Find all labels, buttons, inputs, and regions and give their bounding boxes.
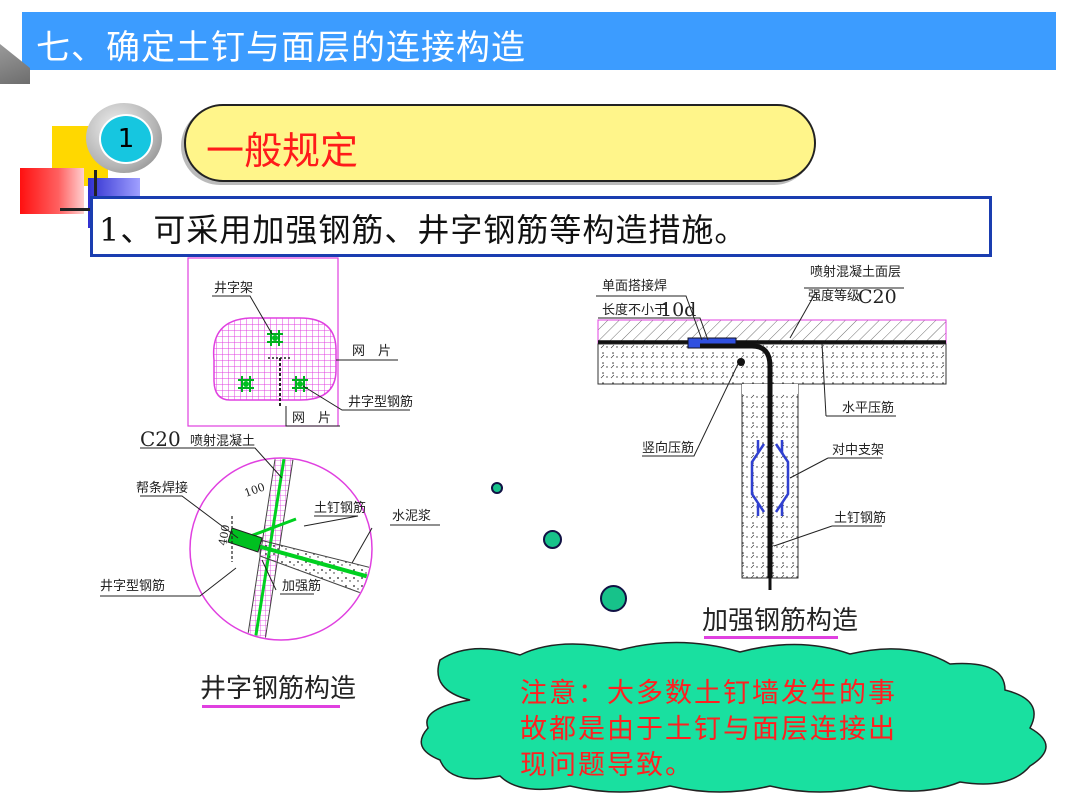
decor-red-square xyxy=(20,168,84,214)
rule-box: 1、可采用加强钢筋、井字钢筋等构造措施。 xyxy=(90,196,992,257)
label-changdu-value: 10d xyxy=(660,299,696,321)
note-text: 注意：大多数土钉墙发生的事故都是由于土钉与面层连接出现问题导致。 xyxy=(520,678,897,781)
title-bar-shadow xyxy=(0,44,30,84)
decor-line-horizontal xyxy=(60,208,100,211)
centering-bracket xyxy=(750,440,790,516)
label-jingzi-steel-top: 井字型钢筋 xyxy=(348,394,413,410)
detail-circle xyxy=(189,457,373,641)
note-cloud xyxy=(420,641,1047,793)
label-penshe: 喷射混凝土面层 xyxy=(810,264,901,280)
jingzi-rebar-marks xyxy=(238,330,308,392)
section-heading-pill: 一般规定 xyxy=(184,104,816,182)
label-c20-prefix: C20 xyxy=(140,427,181,451)
label-wangpian-right: 网 片 xyxy=(352,344,391,359)
label-changdu-prefix: 长度不小于 xyxy=(602,302,667,318)
section-heading: 一般规定 xyxy=(206,129,359,173)
page-title: 七、确定土钉与面层的连接构造 xyxy=(36,28,526,68)
title-bar: 七、确定土钉与面层的连接构造 xyxy=(0,12,1056,84)
label-shuinijiang: 水泥浆 xyxy=(392,509,431,524)
thought-dot-large xyxy=(600,585,627,612)
thought-dot-medium xyxy=(543,530,562,549)
shotcrete-slab xyxy=(597,319,947,345)
label-qiangdu-prefix: 强度等级 xyxy=(808,288,860,304)
label-jingzijia: 井字架 xyxy=(214,281,253,296)
right-diagram: 单面搭接焊 长度不小于 10d 喷射混凝土面层 强度等级 C20 水平压筋 竖向… xyxy=(596,264,947,590)
mesh-panel xyxy=(212,317,337,401)
label-400: 400 xyxy=(216,524,232,547)
label-qiangdu-value: C20 xyxy=(858,286,897,308)
label-jingzi-steel-bottom: 井字型钢筋 xyxy=(100,578,165,594)
section-number-badge: 1 xyxy=(99,114,153,164)
label-c20-suffix: 喷射混凝土 xyxy=(190,433,255,449)
label-tuding-right: 土钉钢筋 xyxy=(834,510,886,526)
label-bangtiao: 帮条焊接 xyxy=(136,480,188,496)
label-danmian: 单面搭接焊 xyxy=(602,278,667,294)
label-jiaqiangjin: 加强筋 xyxy=(282,578,321,594)
label-duizhong: 对中支架 xyxy=(832,443,884,458)
label-100: 100 xyxy=(243,480,267,499)
rule-text: 1、可采用加强钢筋、井字钢筋等构造措施。 xyxy=(99,211,748,249)
thought-dot-small xyxy=(491,482,503,494)
label-shuiping: 水平压筋 xyxy=(842,400,894,416)
bent-nail-rebar xyxy=(700,343,773,578)
right-caption: 加强钢筋构造 xyxy=(702,606,859,636)
mesh-panel-frame xyxy=(187,257,339,427)
label-shuxiang: 竖向压筋 xyxy=(642,440,694,456)
left-caption: 井字钢筋构造 xyxy=(200,674,357,704)
left-caption-underline xyxy=(202,705,340,708)
label-tuding-left: 土钉钢筋 xyxy=(314,500,366,516)
label-wangpian-bottom: 网 片 xyxy=(292,411,331,426)
left-diagram: 井字架 网 片 井字型钢筋 网 片 100 400 C20 喷射混凝土 帮条焊接… xyxy=(100,257,440,641)
right-caption-underline xyxy=(704,636,838,639)
